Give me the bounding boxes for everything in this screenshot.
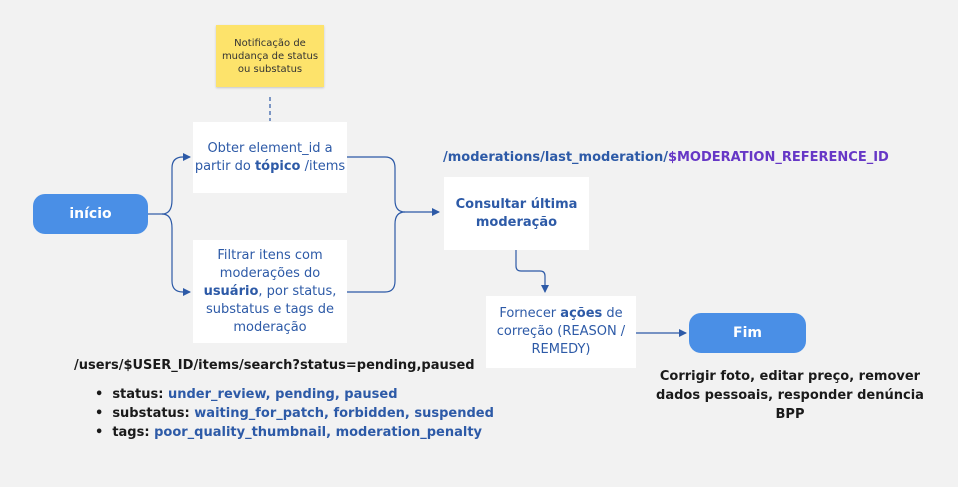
box-text-bold: usuário [203,283,259,299]
box-line: Filtrar itens com [217,247,323,263]
note-line: Notificação de [234,37,306,49]
filter-values: waiting_for_patch, forbidden, suspended [194,406,494,421]
filter-values: under_review, pending, paused [167,387,398,402]
end-caption: Corrigir foto, editar preço, remover dad… [640,367,940,424]
box-line: moderação [475,214,558,230]
note-line: mudança de status [221,50,319,62]
box-line: Obter element_id a [207,140,333,156]
end-node: Fim [689,313,806,353]
start-to-filter-arrow [161,213,191,296]
topic-to-consult-connector [347,156,440,216]
consult-to-provide-arrow [515,250,549,293]
start-to-topic-arrow [161,153,191,215]
filter-item: tags: poor_quality_thumbnail, moderation… [95,423,494,442]
box-line: REMEDY) [531,342,591,357]
endpoint-variable: $MODERATION_REFERENCE_ID [667,150,889,165]
endpoint-text: /users/$USER_ID/items/search?status=pend… [74,358,475,373]
caption-line: Corrigir foto, editar preço, remover [659,369,921,384]
note-line: ou substatus [237,63,303,75]
start-node-label: início [69,206,112,222]
box-line: Fornecer ações de [499,305,622,323]
box-text: /items [300,158,346,174]
caption-line: dados pessoais, responder denúncia BPP [656,388,924,422]
filter-item: substatus: waiting_for_patch, forbidden,… [95,404,494,423]
endpoint-path: /moderations/last_moderation/ [443,150,668,165]
box-line: Consultar última [455,196,578,212]
filter-key: substatus: [112,406,190,421]
consult-last-moderation-box: Consultar última moderação [444,177,589,250]
box-text-bold: tópico [254,158,301,174]
status-notification-note: Notificação de mudança de status ou subs… [216,25,324,87]
box-text: , por status, [258,283,337,299]
end-node-label: Fim [733,325,762,341]
filter-item: status: under_review, pending, paused [95,385,494,404]
filter-criteria-list: status: under_review, pending, paused su… [95,385,494,442]
box-line: substatus e tags de [206,301,334,317]
filter-values: poor_quality_thumbnail, moderation_penal… [154,425,483,440]
start-node: início [33,194,148,234]
filter-key: tags: [112,425,150,440]
box-line: usuário, por status, [204,283,337,301]
provide-correction-actions-box: Fornecer ações de correção (REASON / REM… [486,296,636,368]
filter-to-consult-connector [347,211,406,293]
box-line: moderação [233,319,307,335]
last-moderation-endpoint: /moderations/last_moderation/$MODERATION… [443,150,889,165]
box-text: Fornecer [499,306,561,321]
box-text: de [602,306,623,321]
filter-key: status: [112,387,164,402]
box-line: moderações do [219,265,321,281]
box-line: correção (REASON / [496,324,626,339]
items-search-endpoint: /users/$USER_ID/items/search?status=pend… [74,358,475,373]
box-text: partir do [194,158,255,174]
filter-items-box: Filtrar itens com moderações do usuário,… [193,240,347,343]
box-text-bold: ações [560,306,603,321]
box-line: partir do tópico /items [195,158,345,176]
get-element-id-box: Obter element_id a partir do tópico /ite… [193,122,347,193]
